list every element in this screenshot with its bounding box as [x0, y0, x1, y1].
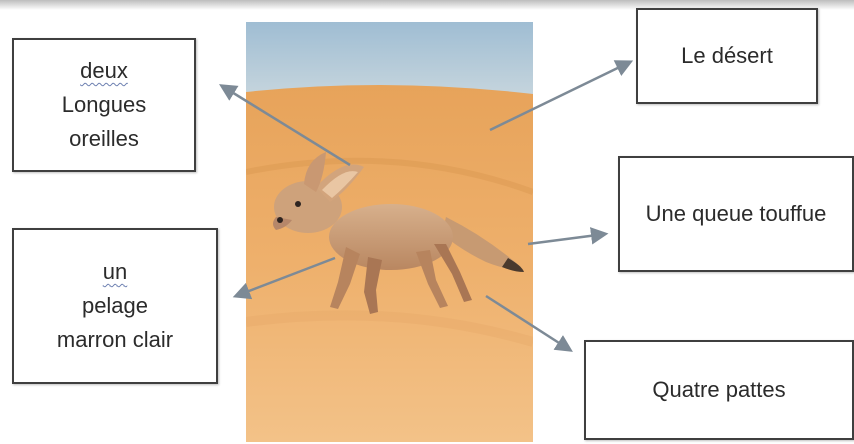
fur-line2: marron clair: [56, 327, 174, 353]
ears-word-longues: Longues: [61, 91, 147, 117]
label-tail: Une queue touffue: [618, 156, 854, 272]
legs-text: Quatre pattes: [652, 376, 786, 402]
label-ears: deux Longues oreilles: [12, 38, 196, 172]
label-fur: un pelage marron clair: [12, 228, 218, 384]
label-legs: Quatre pattes: [584, 340, 854, 440]
ears-word-deux: deux: [80, 57, 128, 83]
fur-word-pelage: pelage: [81, 292, 149, 318]
ears-line2: oreilles: [69, 126, 139, 152]
fennec-fox: [273, 152, 524, 314]
fur-word-un: un: [102, 258, 128, 284]
fennec-fox-photo: [246, 22, 533, 442]
tail-text: Une queue touffue: [645, 200, 827, 226]
top-edge-shadow: [0, 0, 854, 10]
habitat-text: Le désert: [681, 42, 773, 68]
arrow-tail: [527, 227, 609, 246]
label-habitat: Le désert: [636, 8, 818, 104]
